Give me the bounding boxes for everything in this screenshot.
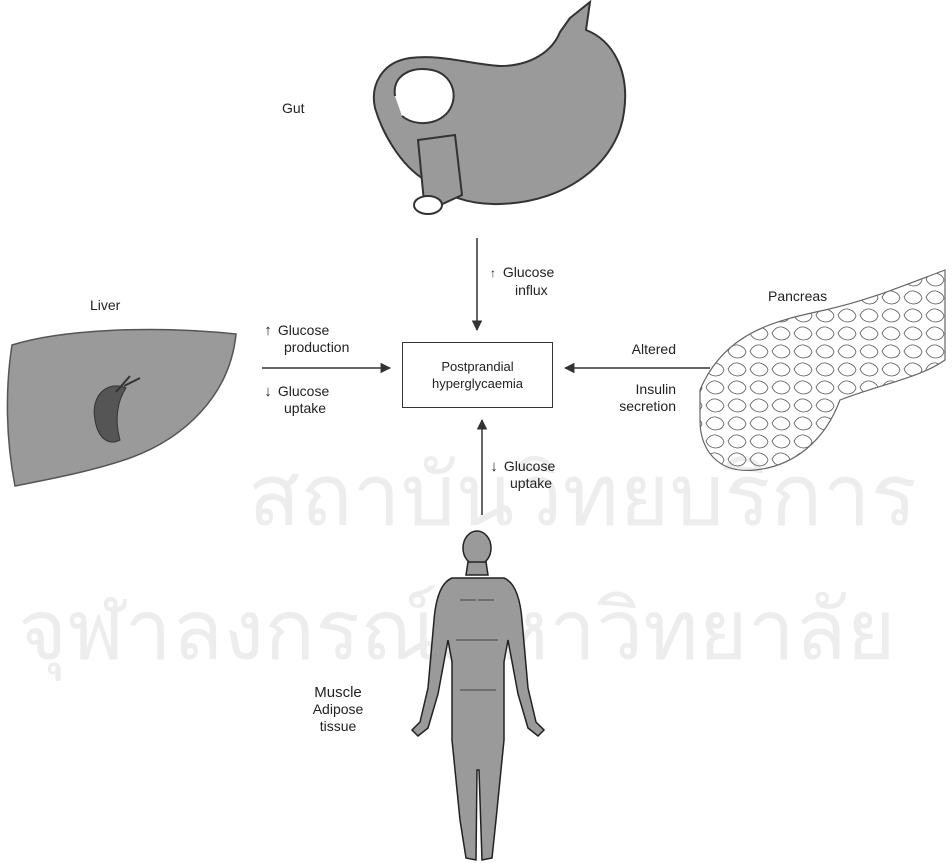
muscle-link-line-1: Glucose [504, 458, 555, 474]
gut-label: Gut [282, 100, 305, 117]
pancreas-link-line-3: secretion [570, 398, 676, 415]
liver-uptake-line-1: Glucose [278, 383, 329, 399]
down-arrow-icon: ↓ [488, 458, 500, 475]
liver-uptake-line-2: uptake [262, 400, 329, 417]
center-line-1: Postprandial [441, 358, 513, 375]
gut-link-line-1: Glucose [503, 264, 554, 280]
liver-label: Liver [90, 297, 120, 314]
muscle-label-group: Muscle Adipose tissue [300, 684, 376, 735]
pancreas-link-line-2: Insulin [570, 381, 676, 398]
liver-production-label: ↑ Glucose production [262, 322, 349, 356]
adipose-label-2: tissue [300, 718, 376, 735]
center-line-2: hyperglycaemia [432, 375, 523, 392]
adipose-label-1: Adipose [300, 701, 376, 718]
muscle-label: Muscle [300, 684, 376, 701]
gut-link-line-2: influx [487, 282, 554, 299]
muscle-link-label: ↓ Glucose uptake [488, 458, 555, 492]
liver-uptake-label: ↓ Glucose uptake [262, 383, 329, 417]
muscle-link-line-2: uptake [488, 475, 555, 492]
liver-production-line-1: Glucose [278, 322, 329, 338]
up-arrow-icon: ↑ [262, 322, 274, 339]
up-arrow-icon: ↑ [487, 265, 499, 282]
liver-production-line-2: production [262, 339, 349, 356]
human-body-icon [412, 531, 544, 860]
liver-icon [7, 330, 236, 486]
gut-link-label: ↑ Glucose influx [487, 264, 554, 299]
down-arrow-icon: ↓ [262, 383, 274, 400]
stomach-icon [374, 2, 625, 214]
pancreas-link-line-1: Altered [570, 341, 676, 358]
central-box: Postprandial hyperglycaemia [402, 342, 553, 408]
pancreas-label: Pancreas [768, 288, 827, 305]
